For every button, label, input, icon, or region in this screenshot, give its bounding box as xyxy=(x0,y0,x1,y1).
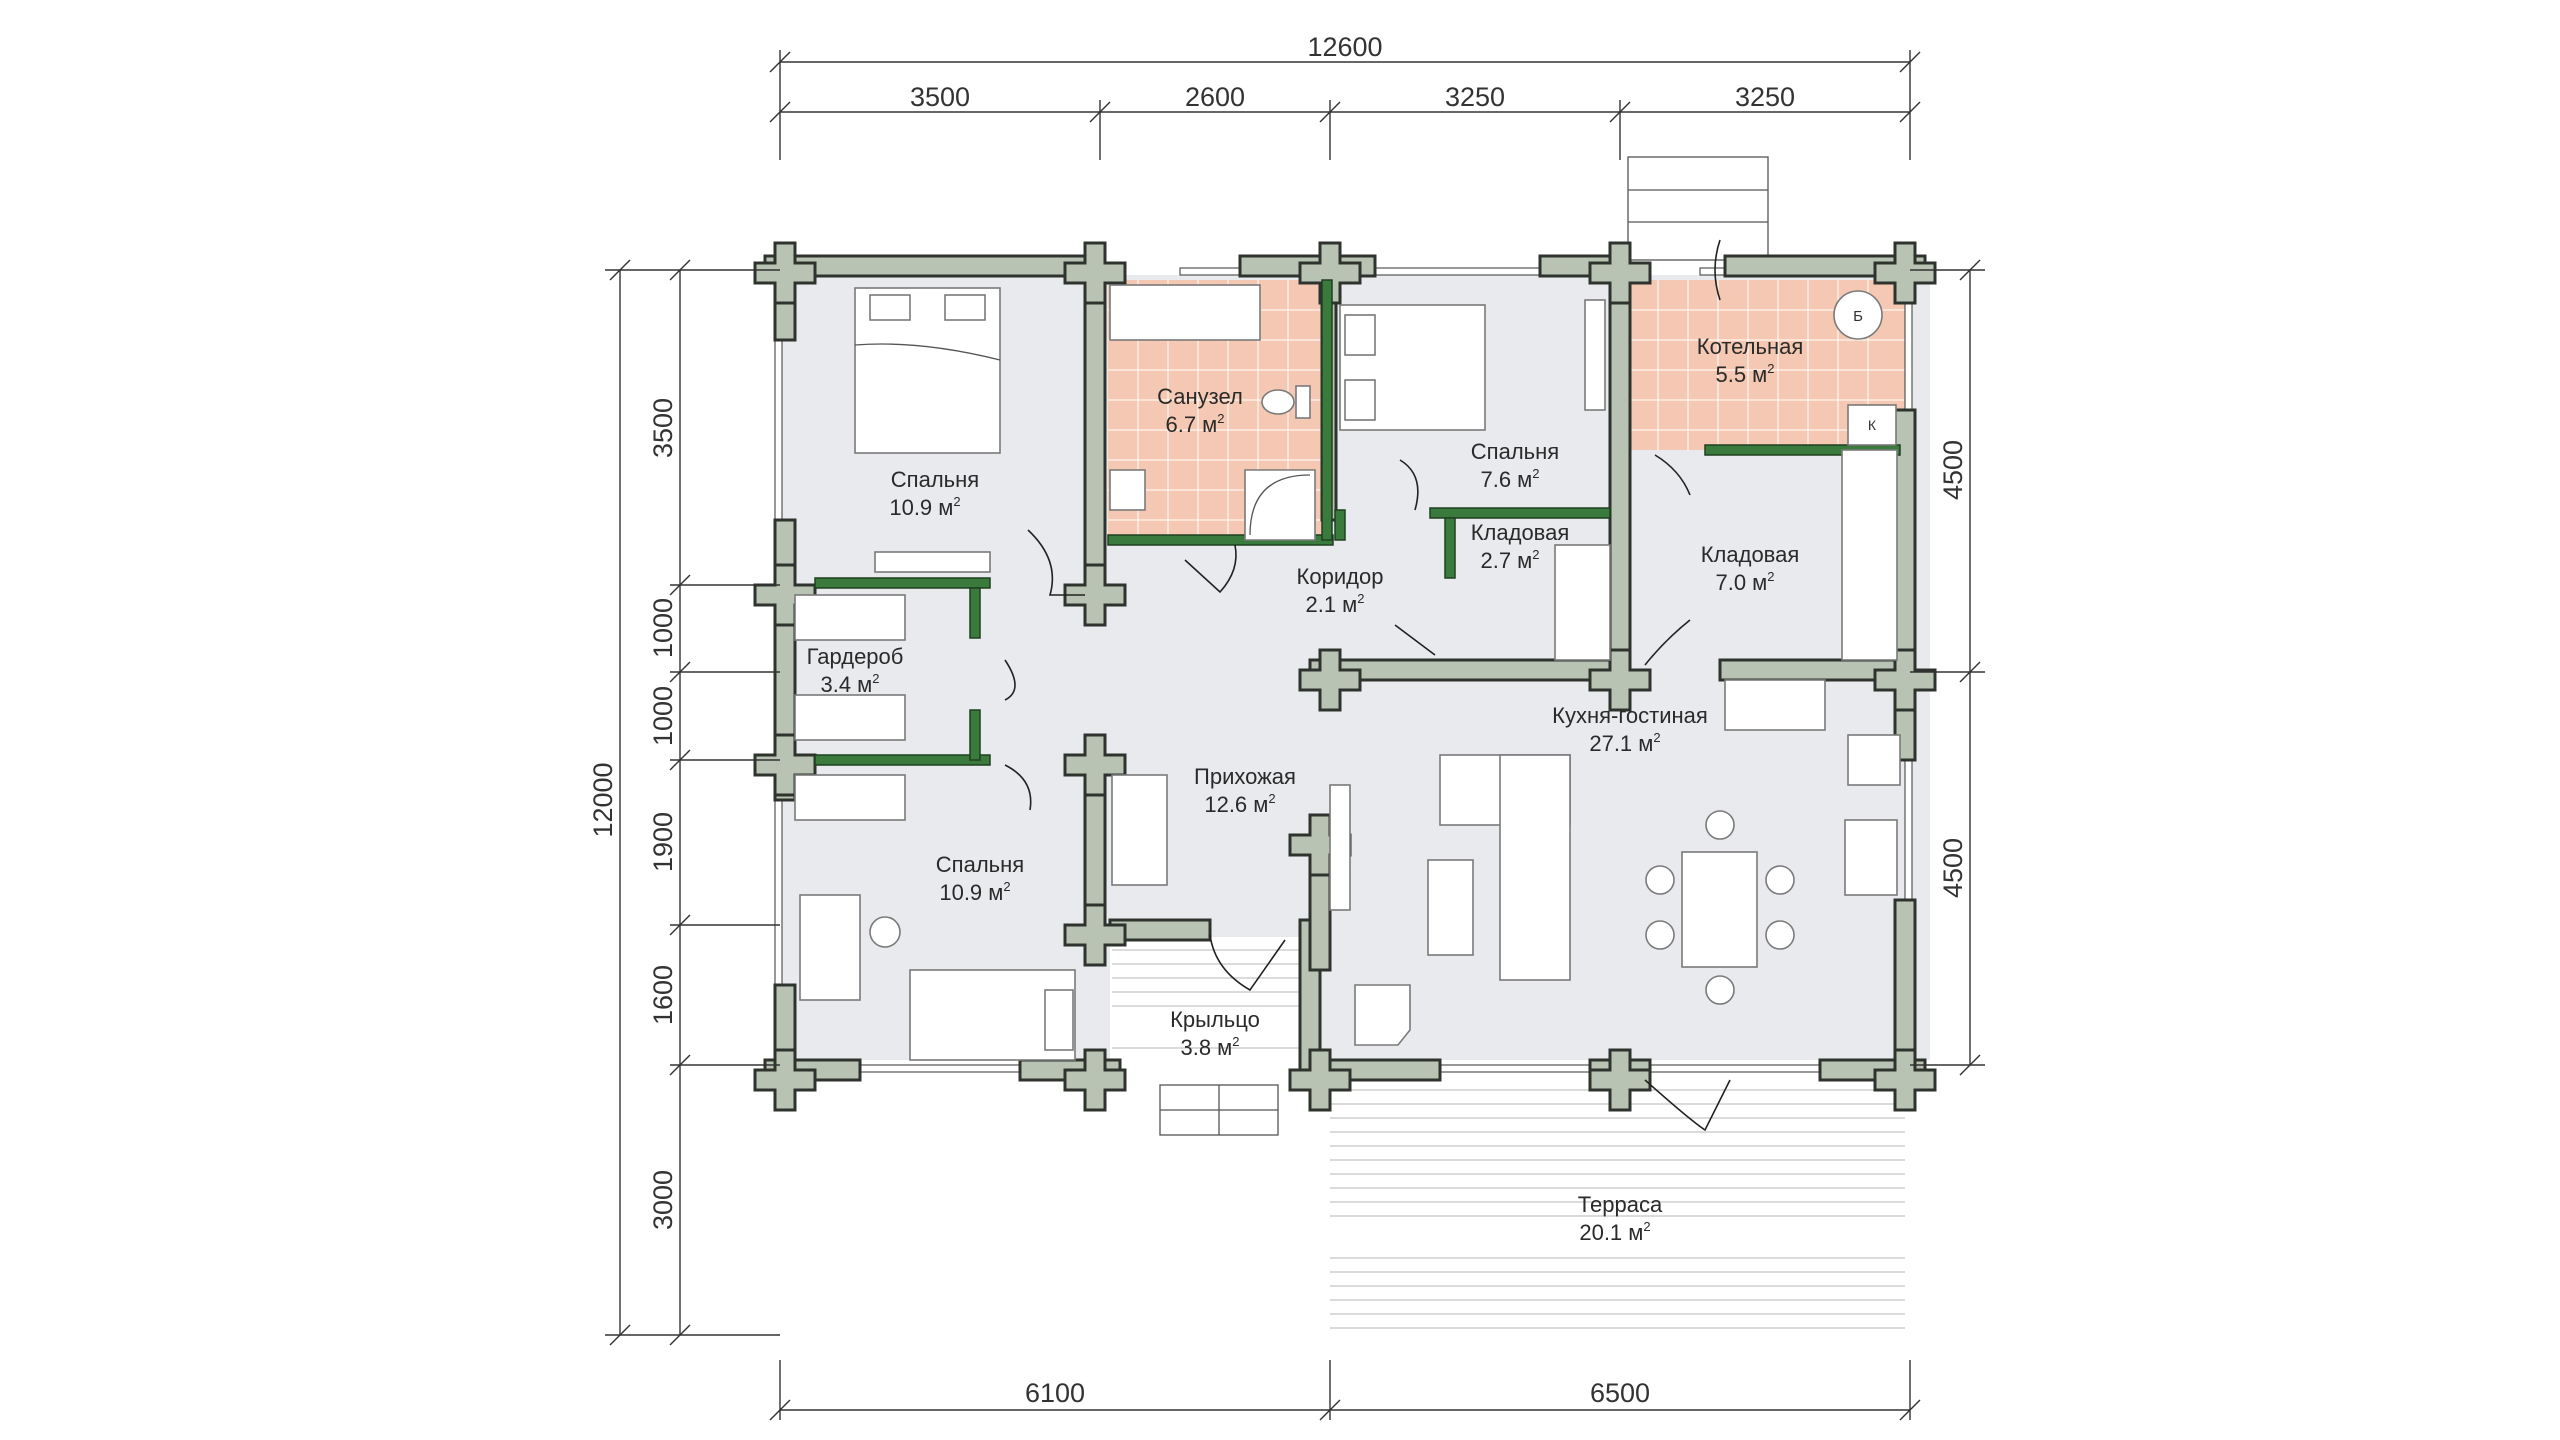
porch-steps xyxy=(1159,1084,1279,1136)
svg-text:27.1 м2: 27.1 м2 xyxy=(1589,730,1660,756)
dim-top-1: 3500 xyxy=(910,82,970,112)
room-label-boiler: Котельная 5.5 м2 xyxy=(1697,334,1804,387)
dim-right-2: 4500 xyxy=(1938,838,1968,898)
room-label-porch: Крыльцо 3.8 м2 xyxy=(1170,1007,1260,1060)
log-corners xyxy=(753,241,1937,1112)
dim-right-1: 4500 xyxy=(1938,440,1968,500)
dim-top-4: 3250 xyxy=(1735,82,1795,112)
room-label-wardrobe: Гардероб 3.4 м2 xyxy=(807,644,904,697)
svg-text:10.9 м2: 10.9 м2 xyxy=(889,494,960,520)
svg-text:Кладовая: Кладовая xyxy=(1701,542,1800,567)
svg-text:3.8 м2: 3.8 м2 xyxy=(1180,1034,1239,1060)
dim-left-1: 3500 xyxy=(648,398,678,458)
svg-text:Крыльцо: Крыльцо xyxy=(1170,1007,1260,1032)
room-label-corridor: Коридор 2.1 м2 xyxy=(1297,564,1384,617)
svg-text:Терраса: Терраса xyxy=(1578,1192,1663,1217)
svg-text:Гардероб: Гардероб xyxy=(807,644,904,669)
svg-text:7.6 м2: 7.6 м2 xyxy=(1480,466,1539,492)
dim-left-4: 1900 xyxy=(648,812,678,872)
partitions xyxy=(814,279,1901,766)
furniture xyxy=(794,284,1901,1061)
dim-top-3: 3250 xyxy=(1445,82,1505,112)
room-label-terrace: Терраса 20.1 м2 xyxy=(1578,1192,1663,1245)
dim-bottom-2: 6500 xyxy=(1590,1378,1650,1408)
room-label-pantry-large: Кладовая 7.0 м2 xyxy=(1701,542,1800,595)
svg-text:7.0 м2: 7.0 м2 xyxy=(1715,569,1774,595)
svg-text:Коридор: Коридор xyxy=(1297,564,1384,589)
svg-text:Кладовая: Кладовая xyxy=(1471,520,1570,545)
svg-text:6.7 м2: 6.7 м2 xyxy=(1165,411,1224,437)
dim-left-2: 1000 xyxy=(648,598,678,658)
room-label-kitchen-living: Кухня-гостиная 27.1 м2 xyxy=(1552,703,1708,756)
svg-text:Котельная: Котельная xyxy=(1697,334,1804,359)
dim-top-2: 2600 xyxy=(1185,82,1245,112)
svg-text:Санузел: Санузел xyxy=(1157,384,1243,409)
svg-text:10.9 м2: 10.9 м2 xyxy=(939,879,1010,905)
svg-text:Прихожая: Прихожая xyxy=(1194,764,1296,789)
svg-text:Кухня-гостиная: Кухня-гостиная xyxy=(1552,703,1708,728)
room-label-pantry-small: Кладовая 2.7 м2 xyxy=(1471,520,1570,573)
dim-left-5: 1600 xyxy=(648,965,678,1025)
svg-text:12.6 м2: 12.6 м2 xyxy=(1204,791,1275,817)
dim-left-total: 12000 xyxy=(588,762,618,837)
svg-text:Спальня: Спальня xyxy=(936,852,1024,877)
room-label-bedroom-nw: Спальня 10.9 м2 xyxy=(889,467,979,520)
dim-top-total: 12600 xyxy=(1307,32,1382,62)
porch-boards xyxy=(1112,949,1318,1049)
svg-text:3.4 м2: 3.4 м2 xyxy=(820,671,879,697)
dimension-labels: 12600 3500 2600 3250 3250 12000 3500 100… xyxy=(588,32,1968,1408)
dim-bottom-1: 6100 xyxy=(1025,1378,1085,1408)
room-label-bedroom-n: Спальня 7.6 м2 xyxy=(1471,439,1559,492)
dim-left-6: 3000 xyxy=(648,1170,678,1230)
room-label-bathroom: Санузел 6.7 м2 xyxy=(1157,384,1243,437)
room-labels: Спальня 10.9 м2 Санузел 6.7 м2 Спальня 7… xyxy=(807,334,1804,1245)
svg-text:2.7 м2: 2.7 м2 xyxy=(1480,547,1539,573)
terrace-deck xyxy=(1320,1070,1915,1345)
doors xyxy=(1004,239,1731,1132)
svg-text:5.5 м2: 5.5 м2 xyxy=(1715,361,1774,387)
room-label-hallway: Прихожая 12.6 м2 xyxy=(1194,764,1296,817)
dimension-lines xyxy=(605,50,1985,1421)
svg-text:2.1 м2: 2.1 м2 xyxy=(1305,591,1364,617)
svg-text:Спальня: Спальня xyxy=(891,467,979,492)
boiler-steps xyxy=(1627,156,1769,261)
boiler-mark: Б xyxy=(1853,308,1863,325)
room-label-bedroom-sw: Спальня 10.9 м2 xyxy=(936,852,1024,905)
svg-text:20.1 м2: 20.1 м2 xyxy=(1579,1219,1650,1245)
svg-text:Спальня: Спальня xyxy=(1471,439,1559,464)
dim-left-3: 1000 xyxy=(648,686,678,746)
porch-deck xyxy=(1110,937,1320,1067)
boiler-unit-mark: К xyxy=(1868,417,1877,433)
